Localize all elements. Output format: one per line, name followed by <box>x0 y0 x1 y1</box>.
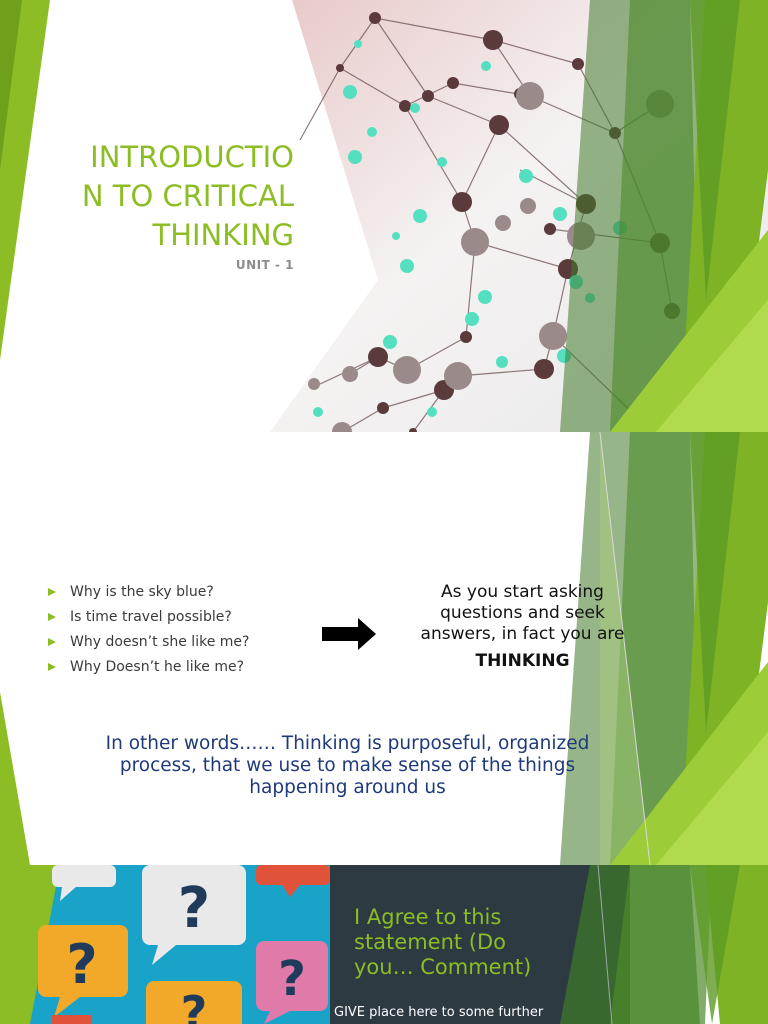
answer-line: As you start asking <box>441 582 604 602</box>
title-line: N TO CRITICAL <box>81 179 294 213</box>
thinking-emphasis: THINKING <box>475 651 570 671</box>
bullet-triangle-icon <box>48 588 56 596</box>
definition-line: In other words…… Thinking is purposeful,… <box>105 733 590 754</box>
left-green-strip <box>0 692 30 865</box>
slide-comment: ? ? ? ? <box>0 865 768 1024</box>
bullet-triangle-icon <box>48 638 56 646</box>
question-text: Why doesn’t she like me? <box>70 634 250 650</box>
question-bubble-icon: ? <box>38 925 128 1017</box>
left-green-strip <box>0 0 50 360</box>
title-line: INTRODUCTIO <box>90 140 294 174</box>
slide1-background <box>0 0 768 432</box>
list-item: Why doesn’t she like me? <box>48 630 249 655</box>
heading-line: statement (Do <box>354 930 507 954</box>
answer-line: answers, in fact you are <box>420 624 625 644</box>
slide2-background <box>0 432 768 865</box>
svg-text:?: ? <box>178 876 210 941</box>
definition-text: In other words…… Thinking is purposeful,… <box>70 733 625 799</box>
bullet-triangle-icon <box>48 613 56 621</box>
comment-heading: I Agree to this statement (Do you… Comme… <box>354 905 584 980</box>
bullet-triangle-icon <box>48 663 56 671</box>
comment-body: GIVE place here to some further <box>334 1005 544 1020</box>
slide3-background: ? ? ? ? <box>0 865 768 1024</box>
question-text: Why is the sky blue? <box>70 584 214 600</box>
list-item: Why is the sky blue? <box>48 580 249 605</box>
right-arrow-icon <box>322 618 376 650</box>
svg-text:?: ? <box>278 951 306 1007</box>
question-bubble-icon <box>256 865 330 897</box>
answer-line: questions and seek <box>440 603 605 623</box>
right-green-facets <box>560 0 768 432</box>
question-list: Why is the sky blue? Is time travel poss… <box>48 580 249 680</box>
question-bubble-icon <box>52 865 116 901</box>
title-line: THINKING <box>152 218 294 252</box>
presentation-title: INTRODUCTIO N TO CRITICAL THINKING <box>24 138 294 255</box>
definition-line: process, that we use to make sense of th… <box>119 755 576 776</box>
heading-line: you… Comment) <box>354 955 532 979</box>
heading-line: I Agree to this <box>354 905 502 929</box>
question-bubble-icon: ? <box>256 941 328 1024</box>
svg-text:?: ? <box>66 933 97 996</box>
presentation-subtitle: UNIT - 1 <box>235 258 294 272</box>
question-text: Is time travel possible? <box>70 609 232 625</box>
question-bubble-image: ? ? ? ? <box>0 865 330 1024</box>
svg-text:?: ? <box>181 986 208 1024</box>
slide-title: INTRODUCTIO N TO CRITICAL THINKING UNIT … <box>0 0 768 432</box>
question-bubble-icon: ? <box>146 981 242 1024</box>
list-item: Is time travel possible? <box>48 605 249 630</box>
question-bubble-icon: ? <box>142 865 246 965</box>
question-text: Why Doesn’t he like me? <box>70 659 245 675</box>
slide-thinking <box>0 432 768 865</box>
definition-line: happening around us <box>249 777 446 798</box>
list-item: Why Doesn’t he like me? <box>48 655 249 680</box>
answer-text: As you start asking questions and seek a… <box>405 582 640 645</box>
